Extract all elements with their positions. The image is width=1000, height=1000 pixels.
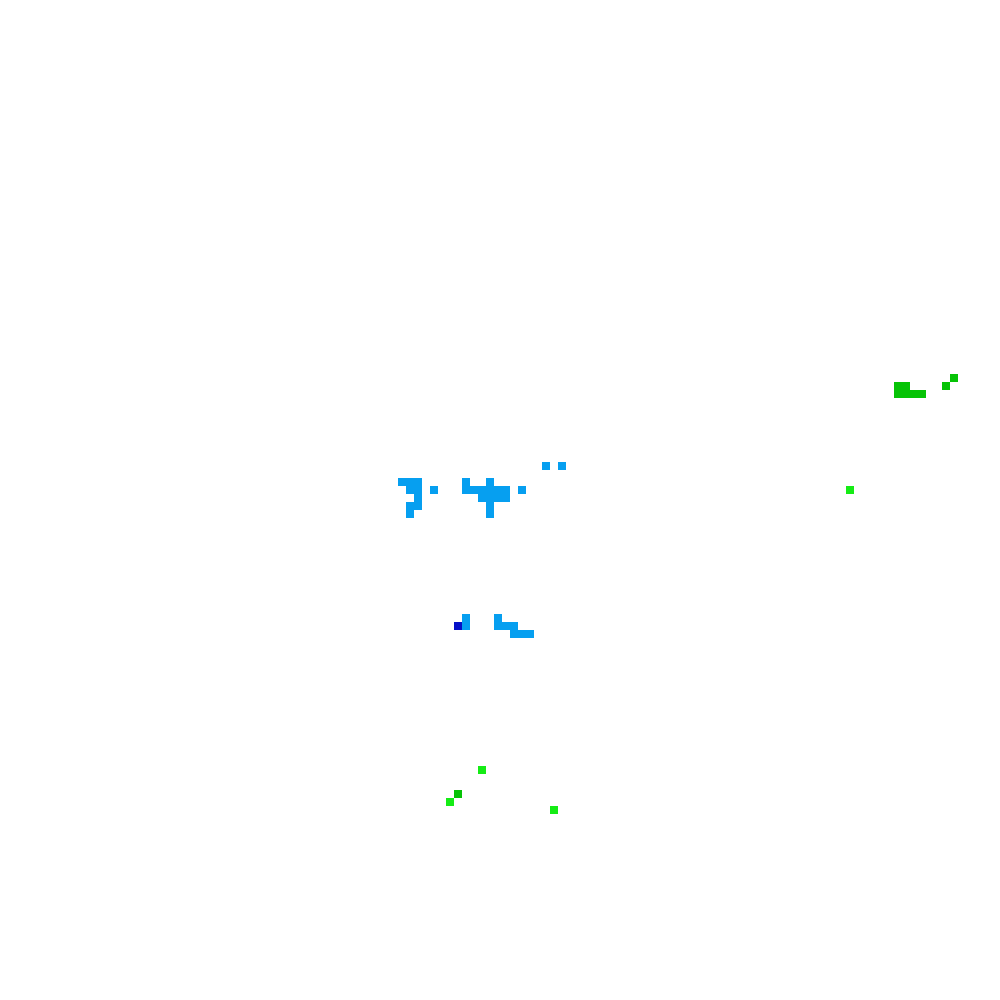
map-cell xyxy=(478,494,486,502)
cluster-east-point xyxy=(846,486,854,494)
map-cell xyxy=(494,614,502,622)
cluster-west xyxy=(398,478,438,518)
map-cell xyxy=(902,382,910,390)
map-cell xyxy=(510,622,518,630)
cluster-south-lime xyxy=(446,766,558,814)
map-cell xyxy=(462,486,470,494)
map-cell xyxy=(494,622,502,630)
map-cell xyxy=(470,486,478,494)
map-cell xyxy=(550,806,558,814)
map-cell xyxy=(910,390,918,398)
cells-layer xyxy=(398,374,958,814)
map-cell xyxy=(902,390,910,398)
map-cell xyxy=(486,502,494,510)
map-cell xyxy=(414,502,422,510)
map-cell xyxy=(478,486,486,494)
map-cell xyxy=(558,462,566,470)
map-cell xyxy=(542,462,550,470)
map-cell xyxy=(454,790,462,798)
map-cell xyxy=(462,478,470,486)
cluster-center xyxy=(462,478,526,518)
map-cell xyxy=(414,486,422,494)
cluster-pair-north xyxy=(542,462,566,470)
map-cell xyxy=(414,494,422,502)
cluster-south-green xyxy=(454,790,462,798)
map-cell xyxy=(406,478,414,486)
map-cell xyxy=(894,390,902,398)
map-cell xyxy=(502,494,510,502)
map-cell xyxy=(502,486,510,494)
map-cell xyxy=(918,390,926,398)
map-cell xyxy=(526,630,534,638)
map-cell xyxy=(406,486,414,494)
map-cell xyxy=(478,766,486,774)
map-cell xyxy=(494,486,502,494)
map-cell xyxy=(942,382,950,390)
map-cell xyxy=(430,486,438,494)
map-cell xyxy=(486,494,494,502)
map-cell xyxy=(446,798,454,806)
map-cell xyxy=(454,622,462,630)
cluster-south-navy xyxy=(454,622,462,630)
map-cell xyxy=(406,502,414,510)
map-cell xyxy=(518,486,526,494)
map-cell xyxy=(486,510,494,518)
map-cell xyxy=(494,494,502,502)
cluster-south-shelf xyxy=(462,614,534,638)
map-cell xyxy=(502,622,510,630)
map-cell xyxy=(510,630,518,638)
map-cell xyxy=(462,622,470,630)
map-cell xyxy=(462,614,470,622)
map-cell xyxy=(894,382,902,390)
map-cell xyxy=(950,374,958,382)
map-cell xyxy=(518,630,526,638)
map-cell xyxy=(406,510,414,518)
map-cell xyxy=(486,478,494,486)
map-cell xyxy=(486,486,494,494)
map-cell xyxy=(398,478,406,486)
map-cell xyxy=(414,478,422,486)
map-cell xyxy=(846,486,854,494)
cluster-east-green xyxy=(894,374,958,398)
